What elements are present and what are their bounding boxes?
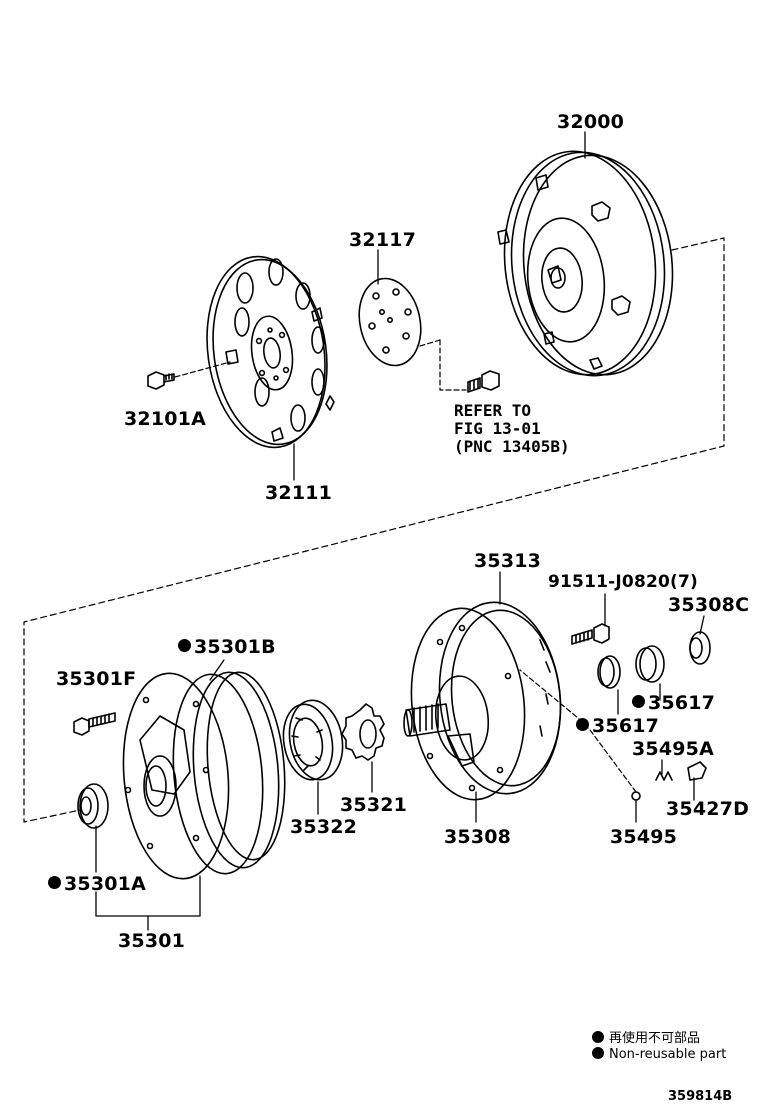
bushing-35308C	[689, 631, 711, 665]
figure-id: 359814B	[668, 1089, 733, 1104]
refer-line-3: (PNC 13405B)	[454, 437, 570, 456]
bolt-91511	[571, 623, 610, 645]
part-label-35495: 35495	[610, 826, 678, 848]
non-reusable-dot	[576, 718, 589, 731]
torque-converter-32000	[497, 150, 674, 377]
bolt-refer-fig	[467, 370, 500, 393]
part-label-35321: 35321	[340, 794, 408, 816]
part-label-35322: 35322	[290, 816, 358, 838]
driven-gear-35322	[282, 699, 344, 781]
legend-japanese: 再使用不可部品	[592, 1027, 700, 1046]
part-label-35427D: 35427D	[666, 798, 750, 820]
refer-line-1: REFER TO	[454, 401, 532, 420]
refer-to-note: REFER TO FIG 13-01 (PNC 13405B)	[454, 402, 570, 456]
legend-dot	[592, 1031, 604, 1043]
plug-35427D	[687, 761, 707, 781]
legend-english: Non-reusable part	[592, 1047, 726, 1062]
seal-ring-35617-a	[597, 655, 621, 689]
bolt-32101A	[147, 361, 231, 390]
part-label-35308: 35308	[444, 826, 512, 848]
part-label-35301A: 35301A	[48, 875, 146, 894]
seal-ring-35617-b	[635, 645, 665, 683]
non-reusable-dot	[48, 876, 61, 889]
part-label-35301: 35301	[118, 930, 186, 952]
part-label-32000: 32000	[557, 111, 625, 133]
dashed-leader-converter-pump	[23, 237, 725, 823]
drive-gear-35321	[341, 703, 385, 761]
spring-35495A	[655, 771, 673, 781]
oil-seal-35301A	[77, 783, 109, 829]
stator-shaft-35308	[403, 601, 562, 801]
part-label-35308C: 35308C	[668, 594, 750, 616]
legend-dot	[592, 1047, 604, 1059]
part-label-35617-b: 35617	[632, 694, 715, 713]
part-label-35313: 35313	[474, 550, 542, 572]
non-reusable-dot	[178, 639, 191, 652]
part-label-32117: 32117	[349, 229, 417, 251]
plate-32117	[358, 277, 467, 391]
refer-line-2: FIG 13-01	[454, 419, 541, 438]
drive-plate-32111	[206, 255, 335, 449]
non-reusable-dot	[632, 695, 645, 708]
leader-lines	[95, 131, 705, 931]
part-label-35617-a: 35617	[576, 717, 659, 736]
bolt-35301F	[73, 712, 116, 736]
part-label-35495A: 35495A	[632, 738, 715, 760]
part-label-35301B: 35301B	[178, 638, 276, 657]
part-label-35301F: 35301F	[56, 668, 137, 690]
part-label-91511: 91511-J0820(7)	[548, 572, 699, 592]
pump-body-35301	[122, 671, 286, 880]
part-label-32111: 32111	[265, 482, 333, 504]
part-label-32101A: 32101A	[124, 408, 207, 430]
